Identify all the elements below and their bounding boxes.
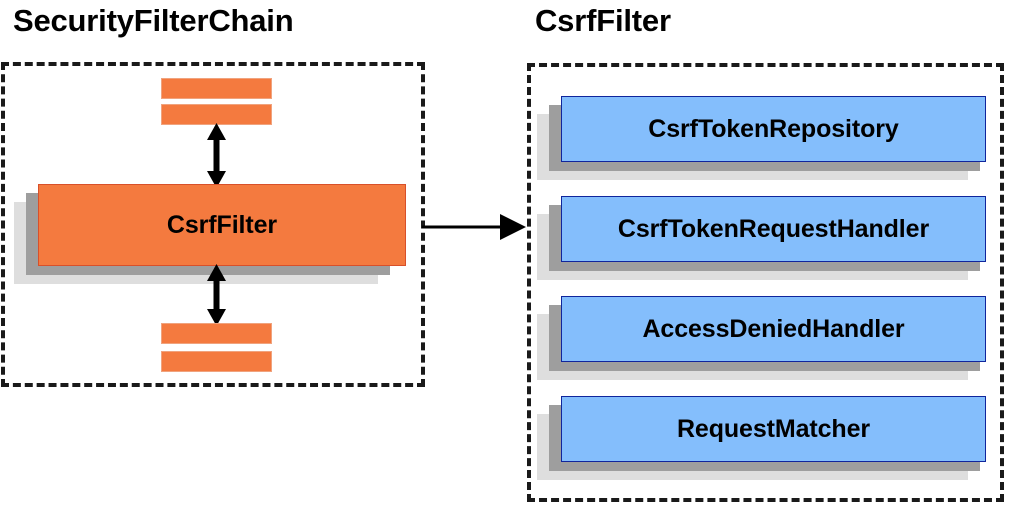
panel-title-security-filter-chain: SecurityFilterChain <box>13 3 294 38</box>
filter-strip-bottom-2 <box>161 351 272 372</box>
component-label: CsrfTokenRequestHandler <box>617 215 930 243</box>
filter-strip-top-1 <box>161 78 272 99</box>
bidirectional-arrow-top-icon <box>207 123 226 188</box>
component-face: RequestMatcher <box>561 396 986 462</box>
component-csrf-filter[interactable]: CsrfFilter <box>14 184 406 284</box>
component-face: CsrfTokenRequestHandler <box>561 196 986 262</box>
component-label: CsrfFilter <box>166 211 278 239</box>
component-face: AccessDeniedHandler <box>561 296 986 362</box>
component-label: RequestMatcher <box>676 415 871 443</box>
component-request-matcher[interactable]: RequestMatcher <box>537 396 986 480</box>
filter-strip-bottom-1 <box>161 323 272 344</box>
expands-into-arrow-icon <box>422 214 526 240</box>
component-face: CsrfTokenRepository <box>561 96 986 162</box>
component-csrf-token-repository[interactable]: CsrfTokenRepository <box>537 96 986 180</box>
group-box-csrf-filter <box>527 63 1004 502</box>
panel-title-csrf-filter: CsrfFilter <box>535 3 671 38</box>
component-access-denied-handler[interactable]: AccessDeniedHandler <box>537 296 986 380</box>
component-csrf-token-request-handler[interactable]: CsrfTokenRequestHandler <box>537 196 986 280</box>
filter-strip-top-2 <box>161 104 272 125</box>
component-face: CsrfFilter <box>38 184 406 266</box>
component-label: AccessDeniedHandler <box>642 315 905 343</box>
component-label: CsrfTokenRepository <box>648 115 899 143</box>
group-box-security-filter-chain <box>1 62 425 387</box>
bidirectional-arrow-bottom-icon <box>207 264 226 326</box>
